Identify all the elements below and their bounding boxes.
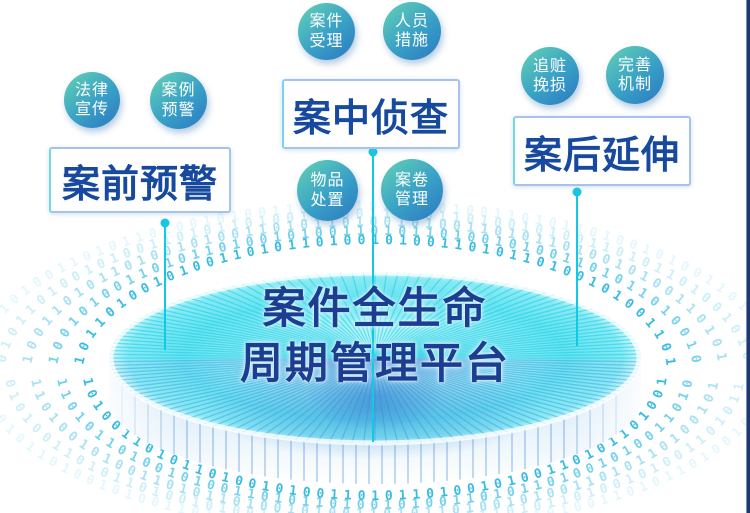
bubble-legal-publicity: 法律 宣传	[64, 72, 120, 128]
phase-label: 案前预警	[61, 163, 218, 206]
connector-lines	[160, 147, 582, 442]
phase-box-in-case-investigation: 案中侦查	[282, 79, 460, 149]
phase-label: 案后延伸	[523, 134, 680, 177]
bubble-item-disposal: 物品 处置	[297, 160, 358, 221]
bubble-case-acceptance: 案件 受理	[298, 3, 355, 60]
page-right-border	[746, 0, 750, 513]
bubble-label-line: 完善	[617, 56, 652, 74]
bubble-label-line: 管理	[394, 191, 429, 208]
bubble-label-line: 法律	[74, 81, 109, 99]
platform-title-line2: 周期管理平台	[240, 340, 510, 388]
bubble-label-line: 案件	[309, 13, 344, 30]
platform-disc	[108, 270, 642, 484]
bubble-label-line: 措施	[394, 32, 429, 49]
bubble-personnel-measures: 人员 措施	[383, 2, 441, 60]
phase-box-post-case-extension: 案后延伸	[513, 116, 691, 186]
bubble-label-line: 挽损	[532, 77, 567, 94]
bubble-label-line: 追赃	[532, 57, 567, 75]
bubble-mechanism-improvement: 完善 机制	[606, 46, 664, 104]
bubble-case-alert: 案例 预警	[150, 72, 207, 129]
bubble-label-line: 物品	[310, 172, 345, 189]
bubble-label-line: 人员	[394, 12, 429, 30]
platform-title: 案件全生命 周期管理平台	[175, 282, 575, 392]
bubble-label-line: 预警	[161, 101, 196, 119]
bubble-file-management: 案卷 管理	[381, 159, 443, 221]
bubble-label-line: 机制	[617, 76, 652, 93]
bubble-label-line: 处置	[310, 191, 345, 209]
platform-title-line1: 案件全生命	[262, 285, 488, 333]
bubble-label-line: 宣传	[74, 101, 109, 118]
bubble-label-line: 案卷	[394, 171, 429, 189]
bubble-label-line: 受理	[309, 32, 344, 50]
phase-box-pre-case-warning: 案前预警	[49, 147, 231, 213]
phase-label: 案中侦查	[292, 97, 449, 140]
bubble-label-line: 案例	[161, 82, 196, 99]
bubble-asset-recovery: 追赃 挽损	[521, 47, 579, 105]
